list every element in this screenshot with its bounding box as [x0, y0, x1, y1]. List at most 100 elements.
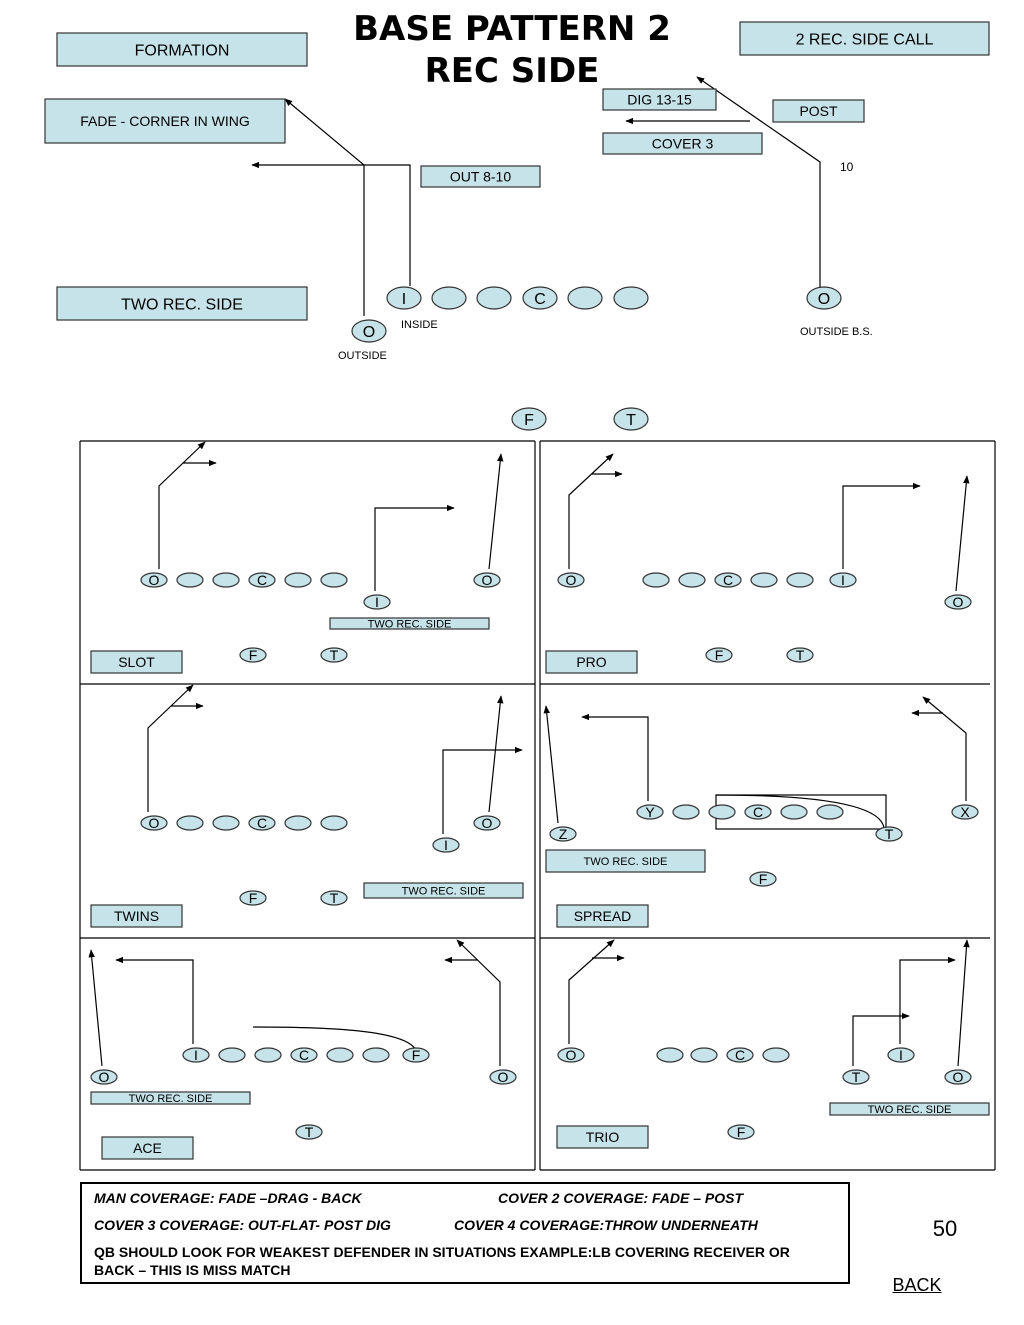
player-slot-2	[212, 572, 240, 588]
player-spread-9-letter: F	[759, 871, 768, 887]
player-ace-1	[218, 1047, 246, 1063]
player-slot-6-letter: I	[375, 594, 379, 610]
top-player-9-letter: T	[626, 412, 636, 429]
player-trio-0-letter: O	[566, 1047, 577, 1063]
top-player-2	[476, 286, 512, 310]
player-pro-3	[714, 572, 742, 588]
box-fade	[44, 98, 286, 144]
player-twins-7	[473, 815, 501, 831]
player-trio-7-letter: O	[953, 1069, 964, 1085]
player-spread-4	[780, 804, 808, 820]
player-trio-0	[557, 1047, 585, 1063]
player-pro-0-letter: O	[566, 572, 577, 588]
player-trio-3	[726, 1047, 754, 1063]
box-tworec	[56, 286, 308, 321]
player-spread-7-letter: Z	[559, 826, 568, 842]
player-slot-0-letter: O	[149, 572, 160, 588]
top-player-1	[431, 286, 467, 310]
player-spread-8-letter: T	[885, 826, 894, 842]
player-slot-0	[140, 572, 168, 588]
box-dig	[602, 88, 717, 111]
player-twins-0-letter: O	[149, 815, 160, 831]
top-player-4	[567, 286, 603, 310]
top-player-6-letter: O	[818, 291, 830, 308]
label-inside: INSIDE	[401, 319, 438, 331]
player-spread-2	[708, 804, 736, 820]
player-slot-1	[176, 572, 204, 588]
player-slot-3-letter: C	[257, 572, 267, 588]
side-label-spread-label: TWO REC. SIDE	[584, 856, 668, 868]
note-man-coverage: MAN COVERAGE: FADE –DRAG - BACK	[94, 1190, 362, 1206]
player-slot-8	[239, 647, 267, 663]
top-player-0-letter: I	[402, 291, 406, 308]
back-link[interactable]: BACK	[892, 1275, 942, 1295]
formation-ace-label: ACE	[133, 1140, 162, 1156]
route-ace-0	[115, 956, 194, 1044]
player-twins-4	[284, 815, 312, 831]
top-player-7-letter: O	[363, 324, 375, 341]
player-trio-5-letter: T	[852, 1069, 861, 1085]
player-twins-3	[248, 815, 276, 831]
player-pro-8-letter: F	[715, 647, 724, 663]
player-slot-7-letter: O	[482, 572, 493, 588]
player-pro-2	[678, 572, 706, 588]
player-pro-9-letter: T	[796, 647, 805, 663]
route-trio-3	[899, 956, 956, 1044]
route-twins-3	[488, 695, 504, 813]
player-pro-8	[705, 647, 733, 663]
side-label-slot-label: TWO REC. SIDE	[368, 618, 452, 630]
route-out	[251, 161, 411, 286]
player-twins-9-letter: T	[330, 890, 339, 906]
label-ten: 10	[840, 160, 854, 174]
route-slot-3	[488, 453, 504, 570]
player-pro-6	[829, 572, 857, 588]
side-label-twins-label: TWO REC. SIDE	[402, 885, 486, 897]
formation-twins	[90, 904, 183, 928]
route-ace-2	[456, 939, 501, 1066]
route-trio-4	[957, 939, 970, 1067]
box-call	[739, 21, 990, 56]
player-ace-6-letter: F	[412, 1047, 421, 1063]
player-twins-1	[176, 815, 204, 831]
player-spread-5	[816, 804, 844, 820]
box-out	[420, 165, 541, 188]
player-ace-6	[402, 1047, 430, 1063]
box-call-label: 2 REC. SIDE CALL	[796, 31, 934, 48]
player-slot-5	[320, 572, 348, 588]
side-label-ace	[90, 1091, 251, 1105]
player-trio-1	[656, 1047, 684, 1063]
player-spread-3	[744, 804, 772, 820]
top-player-0	[386, 286, 422, 310]
route-fade-corner	[284, 98, 365, 316]
route-ace-1	[88, 949, 103, 1067]
player-slot-3	[248, 572, 276, 588]
page-number: 50	[932, 1216, 958, 1241]
player-trio-5	[842, 1069, 870, 1085]
player-ace-0-letter: I	[194, 1047, 198, 1063]
box-cover3-label: COVER 3	[652, 136, 714, 152]
player-ace-3-letter: C	[299, 1047, 309, 1063]
top-player-9	[613, 407, 649, 431]
formation-trio	[556, 1125, 649, 1149]
top-player-3-letter: C	[534, 291, 546, 308]
player-spread-6	[951, 804, 979, 820]
route-spread-0	[581, 713, 649, 801]
player-pro-7	[944, 594, 972, 610]
player-spread-3-letter: C	[753, 804, 763, 820]
player-spread-1	[672, 804, 700, 820]
player-twins-9	[320, 890, 348, 906]
box-formation-label: FORMATION	[135, 42, 230, 59]
player-ace-5	[362, 1047, 390, 1063]
player-twins-2	[212, 815, 240, 831]
player-twins-6	[432, 837, 460, 853]
route-pro-2	[842, 482, 921, 569]
player-twins-0	[140, 815, 168, 831]
side-label-twins	[363, 882, 524, 899]
formation-slot	[90, 650, 183, 674]
side-label-spread	[545, 849, 706, 873]
player-trio-8-letter: F	[737, 1124, 746, 1140]
box-dig-label: DIG 13-15	[627, 92, 692, 108]
box-out-label: OUT 8-10	[450, 169, 511, 185]
